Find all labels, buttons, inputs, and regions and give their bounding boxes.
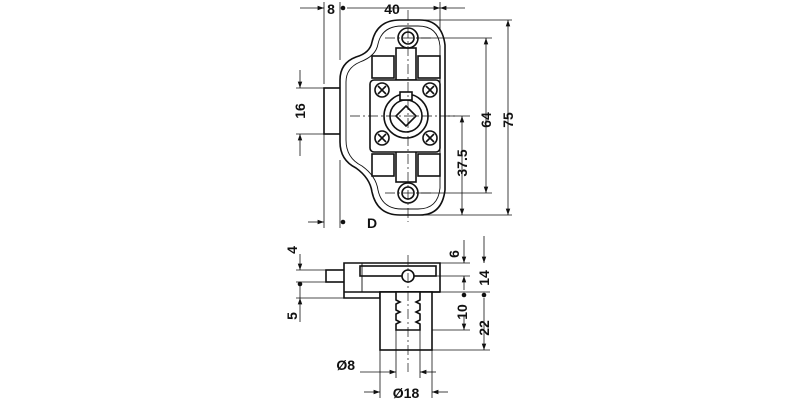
dim-top-hole-label: 6 — [446, 250, 462, 258]
dim-bolt-offset-label: 5 — [284, 312, 300, 320]
dim-outer-diameter-label: Ø18 — [393, 385, 420, 400]
dim-bolt-thickness-label: 4 — [284, 246, 300, 254]
dim-offset-label: 8 — [327, 1, 335, 17]
dim-hole-spacing-label: 64 — [478, 112, 494, 128]
dim-mid-label: 10 — [454, 304, 470, 320]
side-bolt — [325, 269, 347, 283]
dim-bolt-height-label: 16 — [292, 103, 308, 119]
dim-center-offset-label: 37.5 — [454, 149, 470, 176]
lock-top-view — [323, 10, 458, 222]
dim-cylinder-length-label: 22 — [476, 320, 492, 336]
dim-total-height-label: 75 — [500, 112, 516, 128]
top-view-dimensions: 8 40 16 64 75 37.5 D — [292, 1, 516, 231]
dim-body-height-label: 14 — [476, 270, 492, 286]
key-slot-icon — [394, 104, 418, 128]
lock-side-view — [325, 255, 441, 372]
dim-inner-diameter-label: Ø8 — [336, 357, 355, 373]
depth-label: D — [367, 215, 377, 231]
side-view-dimensions: 4 5 6 14 10 22 Ø8 — [284, 236, 492, 401]
dim-width-label: 40 — [384, 1, 400, 17]
